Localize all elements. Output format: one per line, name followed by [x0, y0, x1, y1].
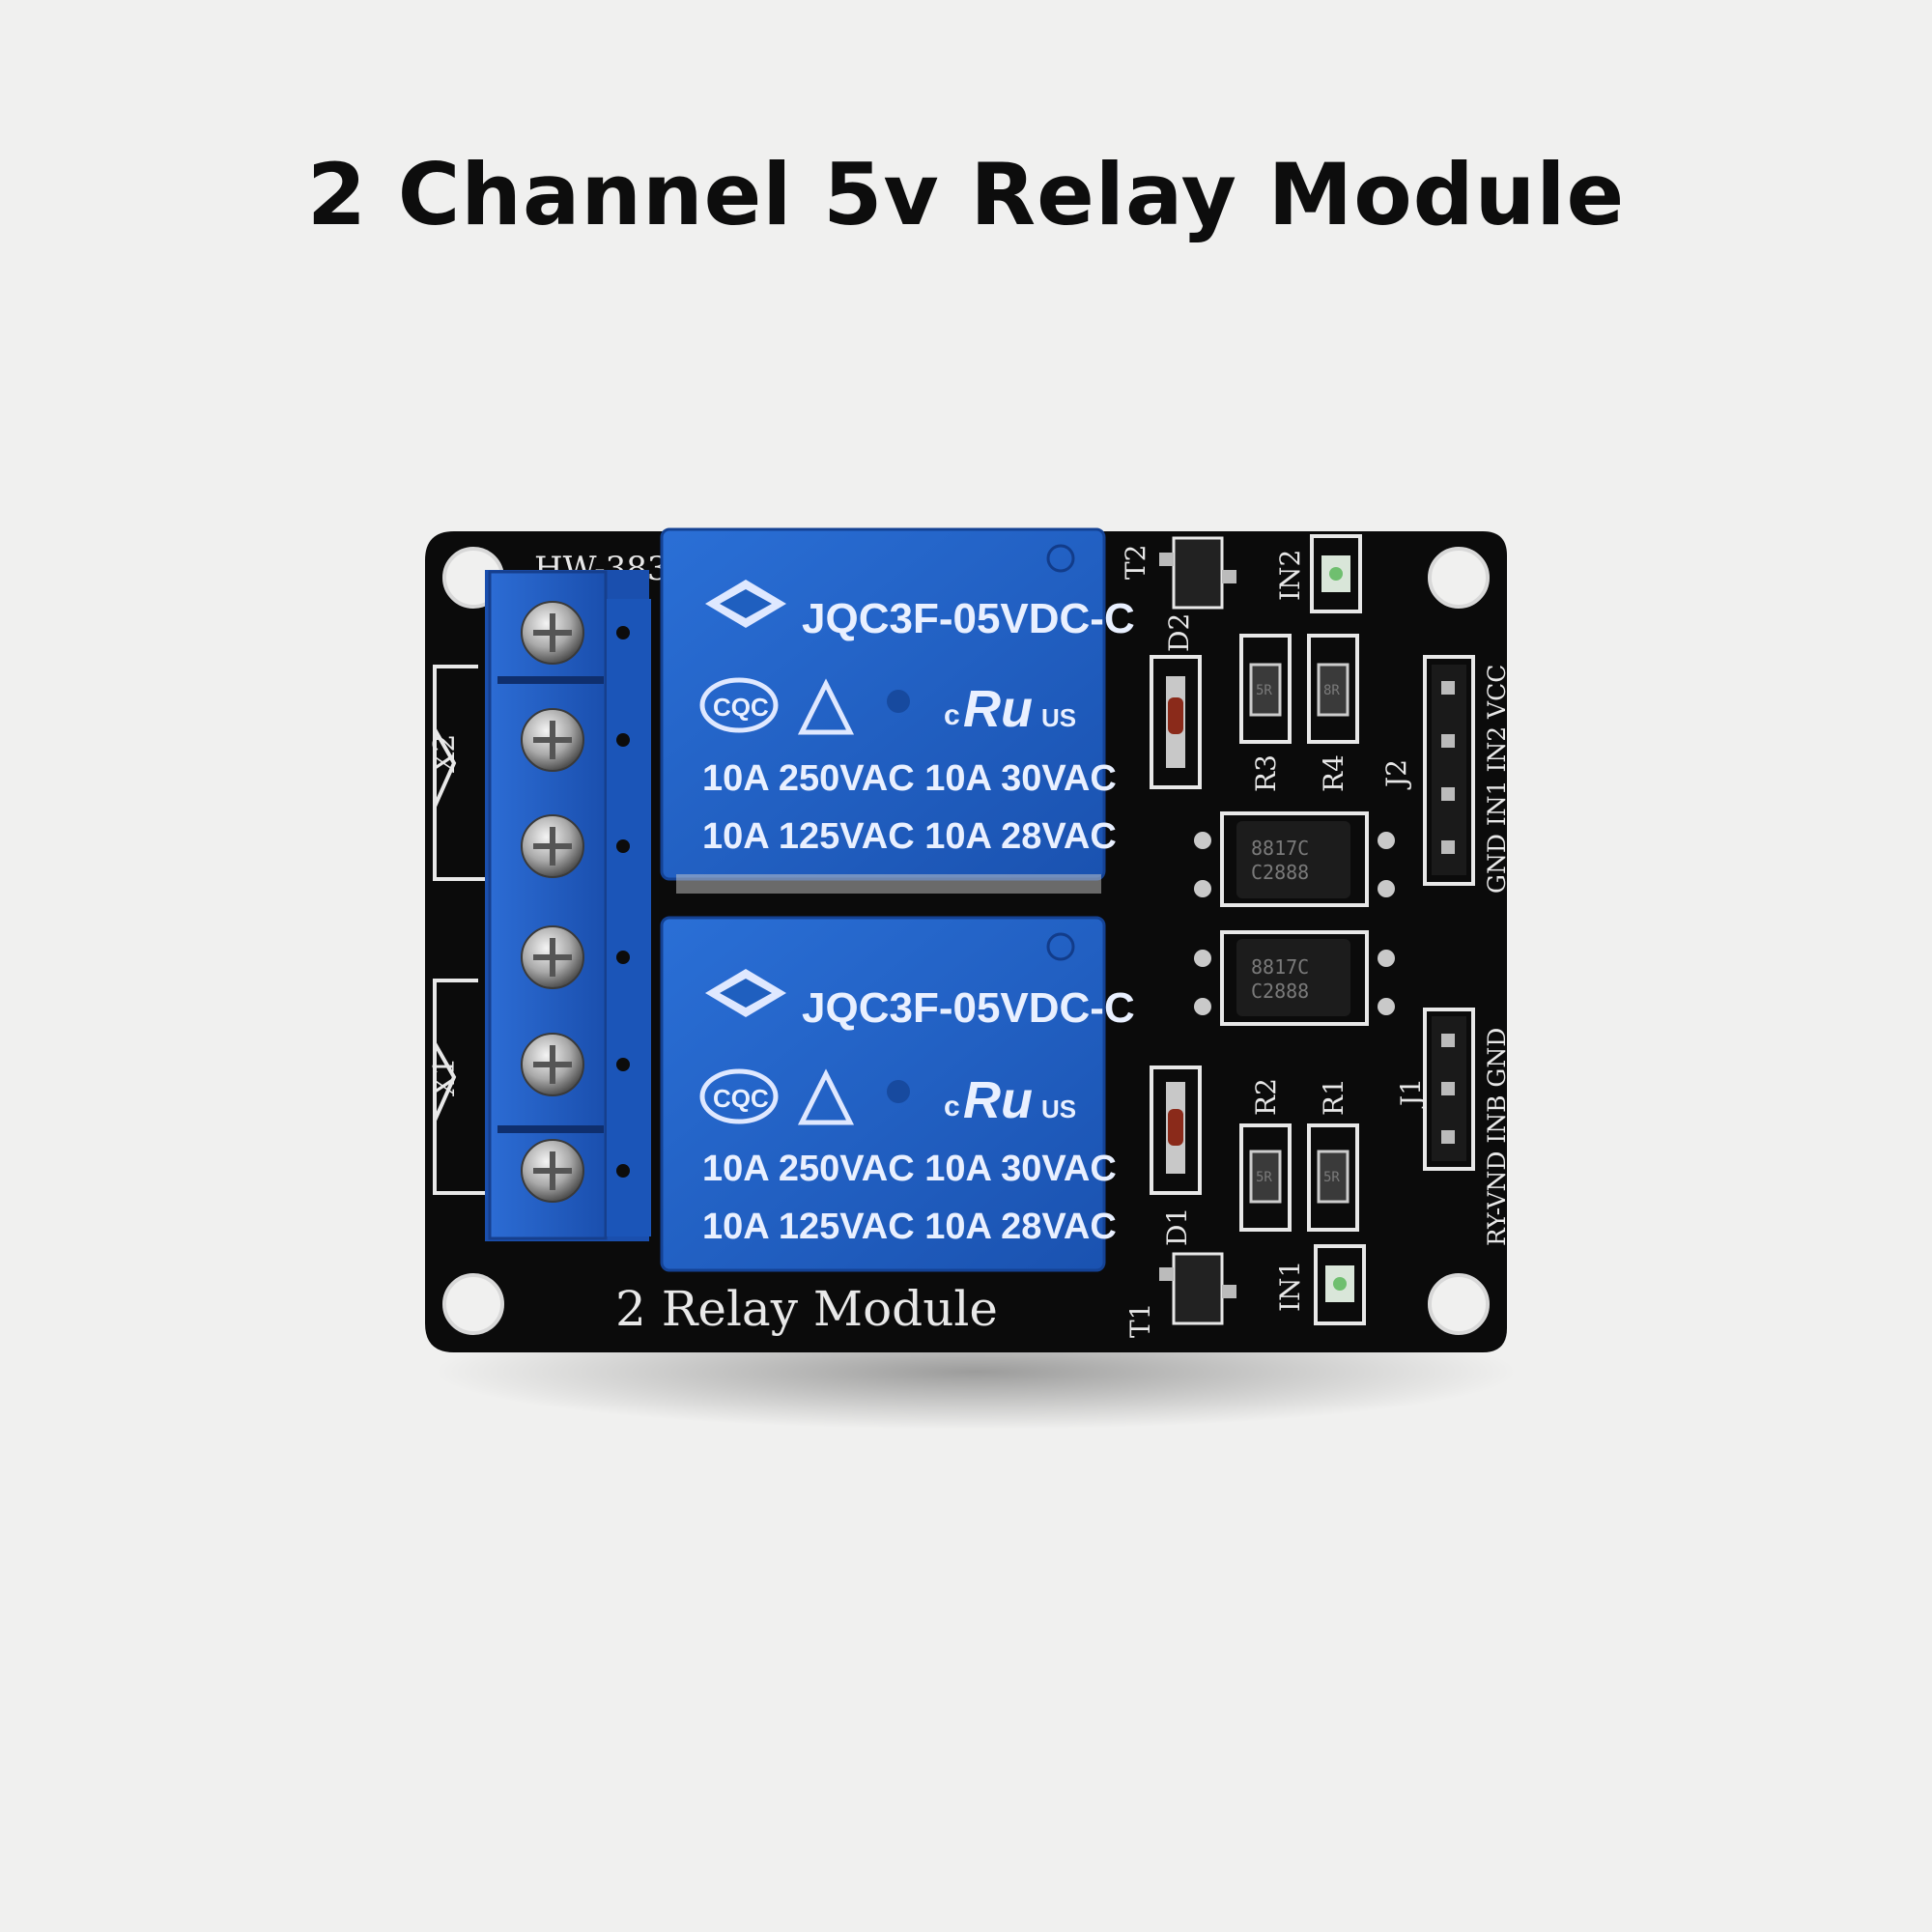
header-j2 [1423, 655, 1475, 886]
terminal-screw [521, 1033, 584, 1096]
cqc-mark: CQC [699, 1068, 779, 1124]
header-j1 [1423, 1008, 1475, 1171]
resistor-r1: 5R [1307, 1123, 1359, 1232]
cqc-mark: CQC [699, 677, 779, 733]
label-d2: D2 [1163, 613, 1195, 652]
board-bottom-label: 2 Relay Module [615, 1281, 998, 1337]
terminal-screw [521, 601, 584, 665]
terminal-screws [521, 601, 584, 1203]
label-d1: D1 [1161, 1208, 1193, 1246]
optocoupler-2: 8817C C2888 [1194, 930, 1395, 1026]
relay-top-model: JQC3F-05VDC-C [802, 595, 1135, 642]
relay-bottom-cert-us: US [1041, 1094, 1076, 1123]
terminal-screw [521, 925, 584, 989]
relay-brand-logo [705, 580, 786, 628]
relay-bottom: JQC3F-05VDC-C CQC c Ru US 10A 250VAC 10A… [660, 916, 1135, 1272]
optocoupler-2-line2: C2888 [1251, 980, 1309, 1003]
relay-top-cert-c: c [944, 699, 960, 731]
label-x2: X2 [428, 734, 462, 773]
mounting-hole [1428, 1273, 1490, 1335]
resistor-r2-code: 5R [1256, 1170, 1272, 1185]
label-r3: R3 [1250, 754, 1282, 792]
resistor-r3: 5R [1239, 634, 1292, 744]
relay-bottom-rating-1: 10A 250VAC 10A 30VAC [702, 1149, 1117, 1189]
label-r4: R4 [1318, 754, 1350, 792]
relay-top: JQC3F-05VDC-C CQC c Ru US 10A 250VAC 10A… [660, 527, 1135, 894]
optocoupler-1-line1: 8817C [1251, 837, 1309, 860]
relay-top-rating-2: 10A 125VAC 10A 28VAC [702, 816, 1117, 857]
header-j2-pins: GND IN1 IN2 VCC [1483, 665, 1511, 894]
optocoupler-1: 8817C C2888 [1194, 811, 1395, 907]
optocoupler-2-line1: 8817C [1251, 955, 1309, 979]
terminal-screw [521, 708, 584, 772]
terminal-screw [521, 814, 584, 878]
transistor-t1 [1159, 1252, 1236, 1325]
resistor-r1-code: 5R [1323, 1170, 1340, 1185]
label-t2: T2 [1120, 545, 1151, 581]
led-in2 [1310, 534, 1362, 613]
relay-top-dot [887, 690, 910, 713]
resistor-r2: 5R [1239, 1123, 1292, 1232]
terminal-block [485, 570, 651, 1241]
relay-top-cert-cqc: CQC [713, 693, 769, 722]
label-r1: R1 [1318, 1078, 1350, 1116]
resistor-r3-code: 5R [1256, 683, 1272, 698]
relay-bottom-cert-cqc: CQC [713, 1084, 769, 1113]
page-title: 2 Channel 5v Relay Module [306, 145, 1626, 244]
relay-brand-logo [705, 969, 786, 1017]
label-j2: J2 [1380, 759, 1412, 790]
diode-d2 [1150, 655, 1202, 789]
transistor-t2 [1159, 536, 1236, 610]
label-t1: T1 [1124, 1303, 1156, 1339]
warning-triangle-icon [797, 678, 855, 735]
header-j1-pins: RY-VND INB GND [1483, 1028, 1511, 1246]
relay-top-rating-1: 10A 250VAC 10A 30VAC [702, 758, 1117, 799]
label-in2: IN2 [1274, 550, 1306, 601]
relay-bottom-cert-ul: Ru [963, 1071, 1033, 1129]
resistor-r4: 8R [1307, 634, 1359, 744]
resistor-r4-code: 8R [1323, 683, 1340, 698]
relay-bottom-cert-c: c [944, 1091, 960, 1122]
relay-top-cert-us: US [1041, 703, 1076, 732]
terminal-screw [521, 1139, 584, 1203]
optocoupler-1-line2: C2888 [1251, 861, 1309, 884]
label-in1: IN1 [1274, 1261, 1306, 1312]
mounting-hole [1428, 547, 1490, 609]
mounting-hole [442, 1273, 504, 1335]
label-j1: J1 [1395, 1078, 1427, 1109]
led-in1 [1314, 1244, 1366, 1325]
relay-bottom-dot [887, 1080, 910, 1103]
relay-top-cert-ul: Ru [963, 680, 1033, 738]
mounting-holes [442, 547, 1490, 1335]
relay-bottom-model: JQC3F-05VDC-C [802, 984, 1135, 1032]
label-r2: R2 [1250, 1078, 1282, 1116]
diode-d1 [1150, 1065, 1202, 1195]
label-x1: X1 [428, 1058, 462, 1096]
warning-triangle-icon [797, 1068, 855, 1125]
silkscreen-outlines [433, 665, 502, 1195]
relay-bottom-rating-2: 10A 125VAC 10A 28VAC [702, 1207, 1117, 1247]
